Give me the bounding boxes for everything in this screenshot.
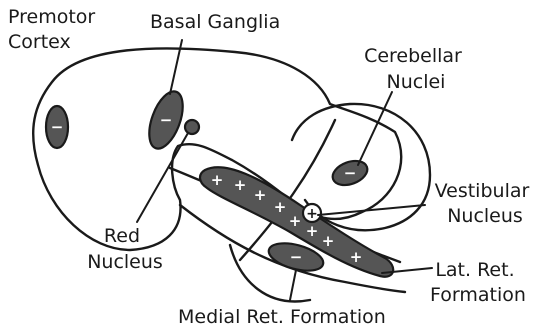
- excitatory-sign: +: [322, 232, 335, 250]
- premotor-cortex-label: Premotor Cortex: [8, 6, 101, 53]
- lat-ret-formation-label: Lat. Ret. Formation: [430, 259, 526, 306]
- excitatory-sign: +: [350, 248, 363, 266]
- premotor-cortex-nucleus: −: [46, 106, 68, 148]
- excitatory-sign: +: [306, 206, 318, 222]
- excitatory-sign: +: [211, 171, 224, 189]
- cerebrum-outline: [33, 48, 401, 250]
- medial-ret-formation-leader: [290, 270, 296, 300]
- vestibular-nucleus: +: [303, 204, 321, 222]
- cerebellar-nuclei: −: [329, 157, 370, 190]
- cerebellar-nuclei-label: Cerebellar Nuclei: [364, 45, 468, 93]
- red-nucleus-dot: [185, 120, 199, 134]
- inhibitory-sign: −: [160, 111, 173, 129]
- inhibitory-sign: −: [51, 118, 64, 136]
- inhibitory-sign: −: [290, 248, 303, 266]
- excitatory-sign: +: [254, 186, 267, 204]
- medial-ret-formation-label: Medial Ret. Formation: [178, 306, 386, 328]
- basal-ganglia-label: Basal Ganglia: [150, 11, 280, 33]
- excitatory-sign: +: [274, 198, 287, 216]
- vestibular-nucleus-label: Vestibular Nucleus: [435, 180, 536, 227]
- excitatory-sign: +: [234, 176, 247, 194]
- excitatory-sign: +: [289, 212, 302, 230]
- excitatory-sign: +: [306, 222, 319, 240]
- inhibitory-sign: −: [344, 164, 357, 182]
